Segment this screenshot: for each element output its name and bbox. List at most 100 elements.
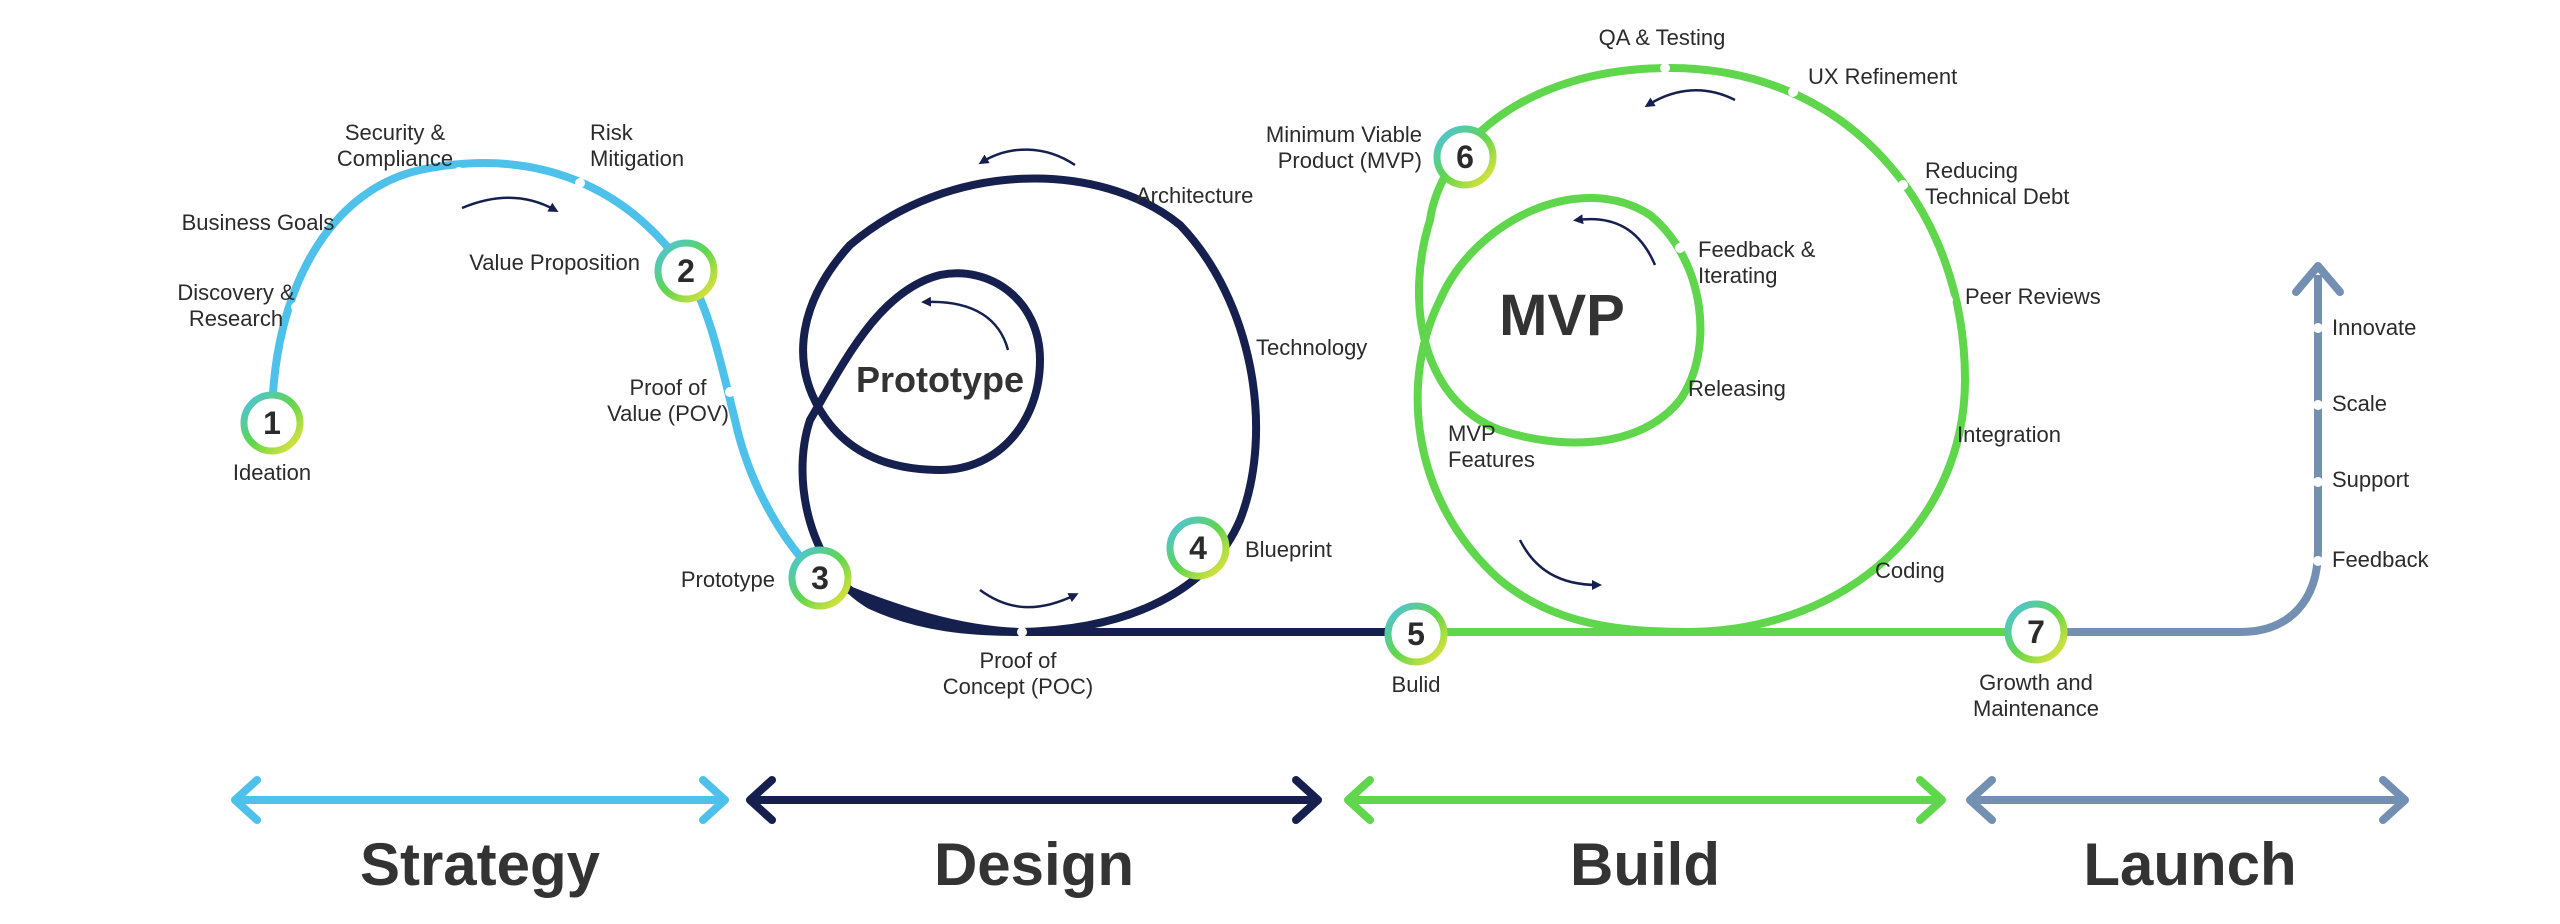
milestone-ring	[1384, 602, 1448, 666]
milestone-2: 2 Value Proposition	[469, 239, 718, 303]
phase-legend: Strategy Design Build Launch	[231, 776, 2409, 898]
milestone-3: 3 Prototype	[681, 546, 852, 610]
step-labels: Discovery &Research Business Goals Securit…	[177, 25, 2429, 699]
waypoint-dot	[1845, 565, 1855, 575]
waypoint-dot	[291, 302, 301, 312]
design-step: Architecture	[1136, 183, 1253, 208]
launch-step: Feedback	[2332, 547, 2430, 572]
waypoint-dot	[1017, 627, 1027, 637]
build-step: Feedback &Iterating	[1698, 237, 1816, 288]
waypoint-dot	[725, 387, 735, 397]
milestone-number: 2	[677, 253, 695, 289]
design-outer-loop	[798, 174, 1261, 636]
milestone-number: 4	[1189, 530, 1207, 566]
strategy-step: Business Goals	[182, 210, 335, 235]
design-step: Technology	[1256, 335, 1367, 360]
phase-strategy: Strategy	[231, 776, 729, 898]
waypoint-dot	[2313, 477, 2323, 487]
phase-arrowhead-right	[1916, 776, 1946, 824]
milestone-number: 6	[1456, 139, 1474, 175]
phase-title: Design	[934, 831, 1134, 898]
phase-design: Design	[746, 776, 1322, 898]
prototype-loop-title: Prototype	[856, 359, 1024, 400]
strategy-step: Discovery &Research	[177, 280, 295, 331]
milestone-label: Blueprint	[1245, 537, 1332, 562]
milestone-label: Value Proposition	[469, 250, 640, 275]
milestone-label: Bulid	[1392, 672, 1441, 697]
phase-arrowhead-right	[2379, 776, 2409, 824]
waypoint-dot	[1480, 400, 1490, 410]
build-step: UX Refinement	[1808, 64, 1957, 89]
phase-arrowhead-left	[746, 776, 776, 824]
launch-path	[2046, 275, 2322, 636]
milestone-4: 4 Blueprint	[1166, 516, 1332, 580]
build-step: Peer Reviews	[1965, 284, 2101, 309]
milestone-ring	[654, 239, 718, 303]
waypoint-dot	[1662, 385, 1672, 395]
direction-arrow	[461, 196, 559, 212]
phase-title: Strategy	[360, 831, 601, 898]
waypoint-dot	[2313, 556, 2323, 566]
launch-step: Support	[2332, 467, 2409, 492]
milestone-number: 7	[2027, 614, 2045, 650]
phase-arrowhead-left	[231, 776, 261, 824]
milestone-ring	[1433, 125, 1497, 189]
phase-arrowhead-right	[1292, 776, 1322, 824]
phase-build: Build	[1344, 776, 1946, 898]
milestone-number: 5	[1407, 616, 1425, 652]
waypoint-dot	[1660, 63, 1670, 73]
build-step: Integration	[1957, 422, 2061, 447]
build-step: QA & Testing	[1599, 25, 1726, 50]
strategy-step: Security &Compliance	[337, 120, 453, 171]
milestone-label: Prototype	[681, 567, 775, 592]
launch-step: Innovate	[2332, 315, 2416, 340]
build-step: Releasing	[1688, 376, 1786, 401]
direction-arrow	[1644, 89, 1736, 108]
mvp-loop-title: MVP	[1499, 283, 1625, 348]
milestone-ring	[788, 546, 852, 610]
milestone-ring	[1166, 516, 1230, 580]
waypoint-dot	[1675, 243, 1685, 253]
waypoint-dot	[2313, 400, 2323, 410]
waypoint-dot	[2313, 323, 2323, 333]
milestone-ring	[2004, 600, 2068, 664]
waypoint-dot	[1898, 180, 1908, 190]
design-path	[818, 574, 1420, 636]
phase-launch: Launch	[1966, 776, 2409, 898]
waypoint-dot	[358, 217, 368, 227]
waypoint-dot	[454, 167, 464, 177]
launch-step: Scale	[2332, 391, 2387, 416]
milestone-number: 3	[811, 560, 829, 596]
direction-arrow	[1518, 539, 1602, 590]
launch-arrowhead	[2292, 262, 2344, 296]
direction-arrow	[979, 588, 1079, 609]
waypoint-dot	[1943, 295, 1953, 305]
milestone-number: 1	[263, 405, 281, 441]
direction-arrow	[978, 148, 1076, 167]
milestone-ring	[240, 391, 304, 455]
direction-arrow	[921, 296, 1010, 351]
build-step: Coding	[1875, 558, 1945, 583]
direction-arrow	[1573, 214, 1657, 266]
strategy-path	[268, 159, 824, 582]
milestone-label: Ideation	[233, 460, 311, 485]
waypoint-dot	[1231, 345, 1241, 355]
phase-arrowhead-left	[1966, 776, 1996, 824]
waypoint-dot	[1108, 197, 1118, 207]
waypoint-dots	[291, 63, 2323, 637]
waypoint-dot	[575, 178, 585, 188]
phase-title: Launch	[2083, 831, 2296, 898]
